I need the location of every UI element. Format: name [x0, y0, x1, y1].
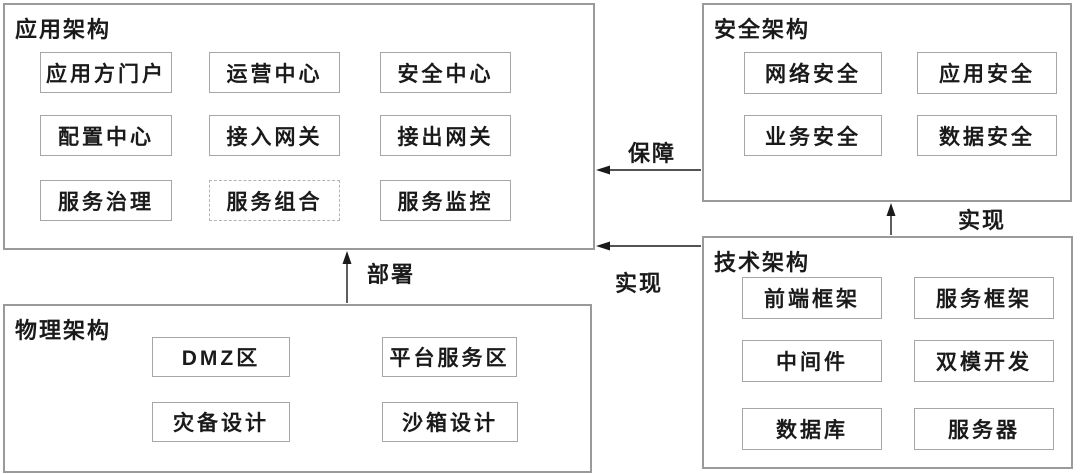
node-inbound-gateway: 接入网关	[209, 115, 340, 156]
section-technology-architecture: 技术架构 前端框架 服务框架 中间件 双模开发 数据库 服务器	[702, 236, 1073, 469]
node-config-center: 配置中心	[40, 115, 172, 156]
section-physical-architecture: 物理架构 DMZ区 平台服务区 灾备设计 沙箱设计	[3, 304, 592, 473]
node-outbound-gateway: 接出网关	[380, 115, 511, 156]
node-application-security: 应用安全	[917, 52, 1057, 94]
arrow-technology-to-security	[886, 203, 896, 235]
node-frontend-framework: 前端框架	[742, 277, 882, 319]
node-security-center: 安全中心	[380, 52, 511, 93]
node-business-security: 业务安全	[744, 115, 882, 156]
section-title-technology: 技术架构	[714, 250, 811, 275]
node-service-governance: 服务治理	[40, 180, 172, 221]
node-network-security: 网络安全	[744, 52, 882, 94]
arrow-label-deploy: 部署	[367, 262, 416, 287]
section-title-security: 安全架构	[714, 17, 811, 42]
arrowhead-left-icon	[596, 241, 610, 251]
arrow-label-guarantee: 保障	[628, 141, 677, 166]
section-security-architecture: 安全架构 网络安全 应用安全 业务安全 数据安全	[702, 3, 1072, 202]
node-server: 服务器	[914, 408, 1054, 450]
arrow-label-realize-application: 实现	[615, 271, 664, 296]
arrowhead-up-icon	[342, 251, 352, 264]
node-operations-center: 运营中心	[209, 52, 340, 93]
node-dmz-zone: DMZ区	[152, 337, 290, 377]
arrow-physical-to-application	[342, 251, 352, 303]
node-service-framework: 服务框架	[914, 277, 1054, 319]
node-data-security: 数据安全	[917, 115, 1057, 156]
arrowhead-up-icon	[886, 203, 896, 216]
node-database: 数据库	[742, 408, 882, 450]
node-middleware: 中间件	[742, 340, 882, 382]
node-service-composition: 服务组合	[209, 180, 340, 221]
section-title-physical: 物理架构	[15, 318, 112, 343]
section-title-application: 应用架构	[15, 17, 112, 42]
node-app-portal: 应用方门户	[40, 52, 172, 93]
arrowhead-left-icon	[596, 165, 610, 175]
arrow-label-realize-security: 实现	[958, 208, 1007, 233]
node-disaster-recovery-design: 灾备设计	[152, 402, 290, 442]
node-service-monitoring: 服务监控	[380, 180, 511, 221]
section-application-architecture: 应用架构 应用方门户 运营中心 安全中心 配置中心 接入网关 接出网关 服务治理…	[3, 3, 595, 250]
arrow-technology-to-application	[596, 241, 701, 251]
node-platform-service-zone: 平台服务区	[382, 337, 517, 377]
node-sandbox-design: 沙箱设计	[382, 402, 518, 442]
node-dual-mode-development: 双模开发	[914, 340, 1054, 382]
